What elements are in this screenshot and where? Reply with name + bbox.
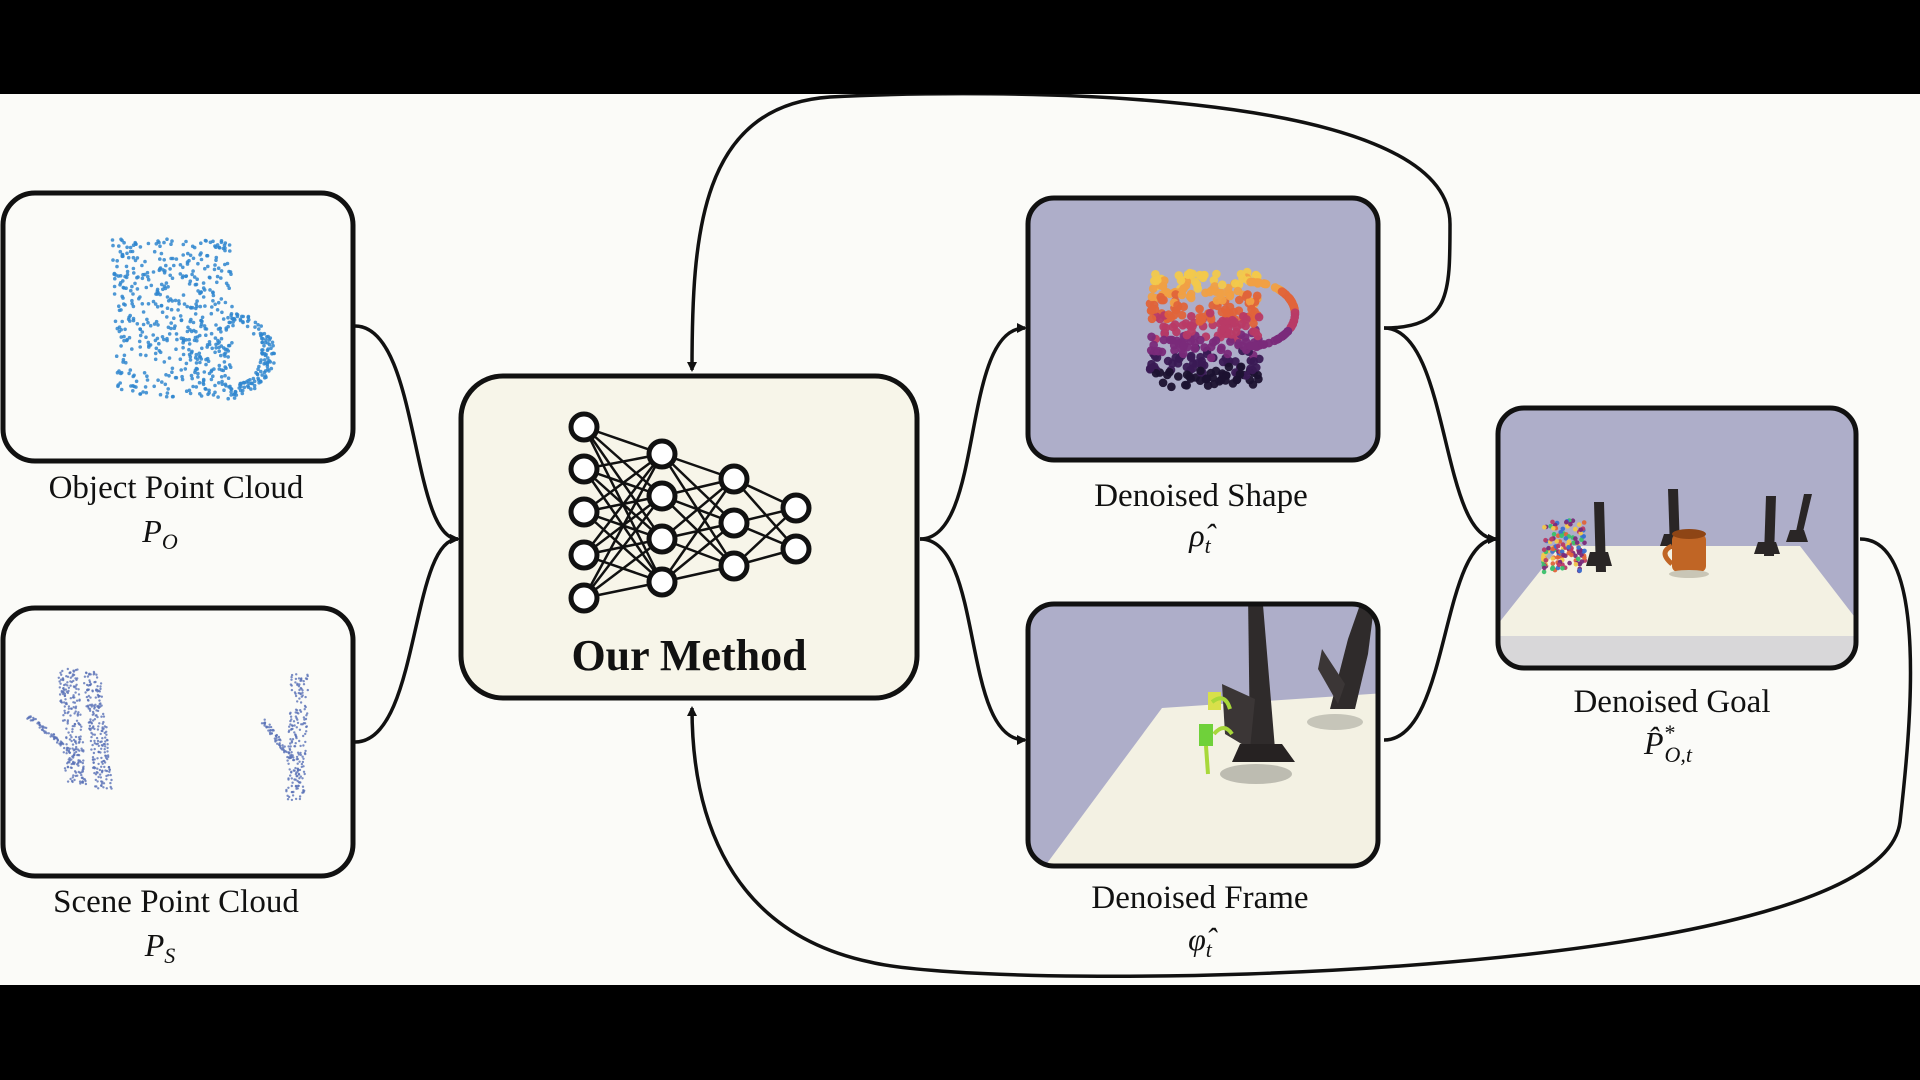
connectors: [354, 94, 1913, 978]
pipeline-diagram: Our Method: [0, 94, 1913, 978]
object-point-cloud-label: Object Point Cloud: [49, 470, 304, 506]
denoised-shape-image: [1145, 267, 1300, 392]
object-point-cloud-symbol: PO: [141, 513, 178, 554]
diagram-canvas: Our Method: [0, 94, 1920, 985]
scene-point-cloud-image: [26, 667, 309, 802]
denoised-goal-label: Denoised Goal: [1573, 684, 1770, 720]
denoised-goal-image: [1498, 489, 1856, 668]
denoised-shape-node: [1025, 195, 1381, 463]
edge-scene-to-method: [354, 534, 460, 744]
denoised-shape-symbol: ρ̂t: [1188, 517, 1216, 558]
edge-shape-feedback: [687, 94, 1452, 372]
edge-shape-to-goal: [1383, 326, 1498, 544]
letterbox-top: [0, 0, 1920, 94]
denoised-goal-node: [1495, 405, 1859, 671]
denoised-frame-label: Denoised Frame: [1091, 880, 1308, 916]
labels: Object Point Cloud PO Scene Point Cloud …: [49, 470, 1771, 968]
denoised-goal-frame: [1495, 405, 1859, 671]
scene-point-cloud-node: [0, 605, 356, 879]
object-point-cloud-image: [110, 237, 277, 401]
method-node: Our Method: [458, 373, 920, 701]
scene-point-cloud-symbol: PS: [144, 927, 176, 968]
scene-point-cloud-panel: [0, 605, 356, 879]
denoised-frame-node: [1025, 601, 1381, 869]
denoised-frame-symbol: φ̂t: [1188, 921, 1218, 962]
denoised-frame-frame: [1025, 601, 1381, 869]
letterbox-bottom: [0, 985, 1920, 1080]
edge-frame-to-goal: [1383, 534, 1498, 742]
denoised-shape-frame: [1025, 195, 1381, 463]
edge-goal-feedback: [687, 537, 1913, 978]
edge-method-to-shape: [919, 323, 1027, 541]
scene-point-cloud-label: Scene Point Cloud: [53, 884, 299, 920]
denoised-frame-image: [1028, 604, 1378, 866]
edge-method-to-frame: [919, 537, 1027, 745]
method-label: Our Method: [571, 631, 806, 680]
denoised-goal-symbol: P̂*O,t: [1643, 720, 1693, 767]
edge-object-to-method: [354, 324, 460, 544]
denoised-shape-label: Denoised Shape: [1094, 478, 1308, 514]
object-point-cloud-node: [0, 190, 356, 464]
object-point-cloud-panel: [0, 190, 356, 464]
neural-network-icon: [568, 411, 812, 614]
